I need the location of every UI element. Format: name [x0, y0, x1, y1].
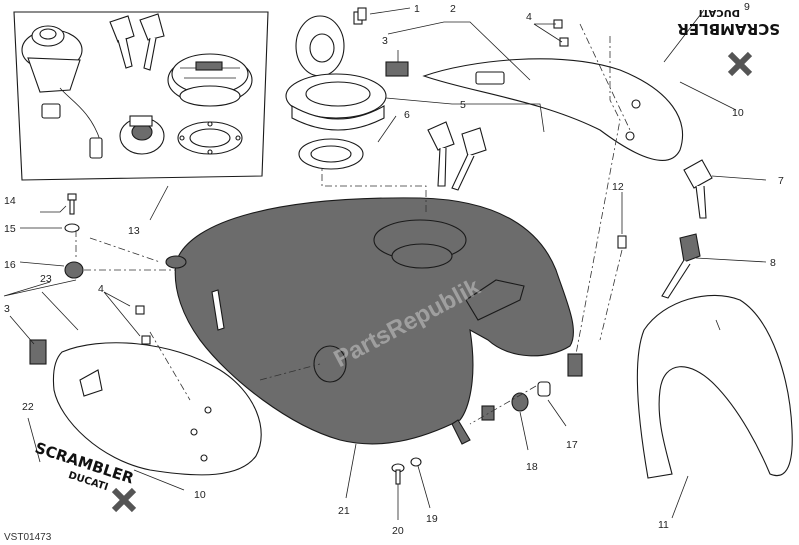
key-set-5	[427, 121, 487, 191]
brand-line2: DUCATI	[699, 7, 740, 18]
callout-labels: 1 2 3 4 5 6 7 8 9 10 11 12 13 14 15 16 1…	[4, 1, 784, 537]
screws-4-left	[135, 305, 151, 345]
leader-lines	[3, 7, 767, 520]
callout-22: 22	[22, 401, 34, 413]
tank-cover	[636, 294, 793, 479]
callout-15: 15	[4, 223, 16, 235]
callout-8: 8	[770, 257, 776, 269]
inset-keys	[109, 13, 165, 71]
inset-fuel-cap	[167, 53, 253, 107]
clip-12	[617, 235, 627, 249]
grommet-16	[64, 261, 84, 279]
callout-3-top: 3	[382, 35, 388, 47]
callout-21: 21	[338, 505, 350, 517]
callout-14: 14	[4, 195, 16, 207]
callout-10-top: 10	[732, 107, 744, 119]
brand-cross-bottom	[111, 487, 137, 513]
callout-12: 12	[612, 181, 624, 193]
key-8	[661, 233, 701, 299]
callout-18: 18	[526, 461, 538, 473]
callout-9: 9	[744, 1, 750, 13]
filler-gasket	[298, 138, 364, 170]
brand-line1: SCRAMBLER	[677, 20, 780, 38]
callout-3-left: 3	[4, 303, 10, 315]
screws-4-top	[553, 19, 569, 47]
pad-3-top	[385, 61, 409, 77]
callout-7: 7	[778, 175, 784, 187]
callout-20: 20	[392, 525, 404, 537]
inset-gasket	[177, 121, 243, 155]
callout-16: 16	[4, 259, 16, 271]
washer-15	[64, 223, 80, 233]
callout-1: 1	[414, 3, 420, 15]
fuel-cap-assembly	[285, 11, 387, 131]
ignition-switch-assembly	[21, 25, 103, 159]
left-side-panel	[52, 342, 262, 476]
right-side-panel	[422, 58, 684, 161]
callout-13: 13	[128, 225, 140, 237]
brand-logo-top: SCRAMBLER DUCATI	[677, 7, 780, 38]
callout-4-top: 4	[526, 11, 532, 23]
callout-4-left: 4	[98, 283, 104, 295]
pad-3-left	[29, 339, 47, 365]
callout-10-bottom: 10	[194, 489, 206, 501]
callout-23: 23	[40, 273, 52, 285]
spacer-17	[537, 381, 551, 397]
bolt-14	[67, 193, 77, 215]
rubber-18	[511, 392, 529, 412]
reference-code: VST01473	[4, 532, 52, 543]
washer-19	[410, 457, 422, 467]
inset-lock-barrel	[119, 115, 165, 155]
fuel-tank	[165, 197, 583, 445]
brand-cross-top	[727, 51, 753, 77]
callout-11: 11	[658, 519, 669, 531]
callout-19: 19	[426, 513, 438, 525]
key-7	[683, 159, 713, 219]
screw-20	[391, 463, 405, 485]
callout-17: 17	[566, 439, 578, 451]
callout-6: 6	[404, 109, 410, 121]
callout-2: 2	[450, 3, 456, 15]
callout-5: 5	[460, 99, 466, 111]
screw-1	[357, 7, 367, 21]
